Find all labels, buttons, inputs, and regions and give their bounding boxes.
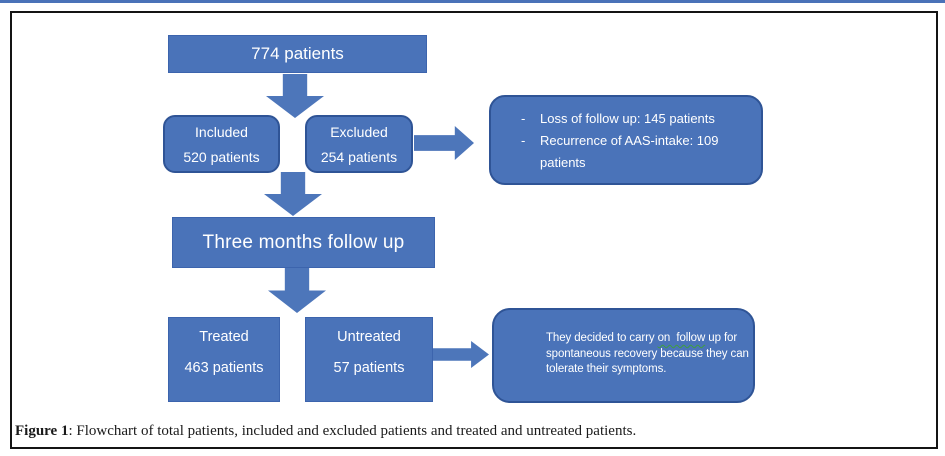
untreated-count: 57 patients bbox=[333, 360, 405, 376]
untreated-note-line-2: spontaneous recovery because they can bbox=[546, 347, 749, 360]
bullet-dash-icon: - bbox=[521, 133, 526, 148]
untreated-note-line-3: tolerate their symptoms. bbox=[546, 363, 667, 375]
top-rule bbox=[0, 0, 945, 3]
included-title: Included bbox=[195, 124, 248, 140]
flow-node-followup: Three months follow up bbox=[172, 217, 435, 268]
note-text: They decided to carry bbox=[546, 332, 658, 344]
excluded-detail-text-2: Recurrence of AAS-intake: 109 patients bbox=[540, 133, 719, 170]
untreated-title: Untreated bbox=[337, 329, 401, 345]
excluded-detail-text-1: Loss of follow up: 145 patients bbox=[540, 111, 715, 126]
untreated-note-line-1: They decided to carry on follow up for bbox=[546, 331, 737, 347]
flow-node-treated: Treated 463 patients bbox=[168, 317, 280, 402]
figure-caption: Figure 1: Flowchart of total patients, i… bbox=[15, 421, 915, 441]
figure-frame bbox=[10, 11, 938, 449]
treated-title: Treated bbox=[199, 329, 249, 345]
flow-node-total-patients: 774 patients bbox=[168, 35, 427, 73]
total-patients-label: 774 patients bbox=[251, 44, 344, 63]
treated-count: 463 patients bbox=[184, 360, 264, 376]
excluded-detail-item: - Loss of follow up: 145 patients bbox=[521, 108, 743, 130]
followup-label: Three months follow up bbox=[202, 231, 405, 253]
figure-caption-text: : Flowchart of total patients, included … bbox=[68, 423, 637, 439]
flow-node-excluded-detail: - Loss of follow up: 145 patients - Recu… bbox=[489, 95, 763, 185]
flow-node-excluded: Excluded 254 patients bbox=[305, 115, 413, 173]
grammar-marked-text: on follow bbox=[657, 332, 706, 344]
figure-caption-label: Figure 1 bbox=[15, 423, 69, 439]
included-count: 520 patients bbox=[183, 149, 260, 165]
excluded-count: 254 patients bbox=[320, 149, 398, 165]
excluded-title: Excluded bbox=[330, 124, 388, 140]
flow-node-untreated: Untreated 57 patients bbox=[305, 317, 433, 402]
flow-node-untreated-detail: They decided to carry on follow up for s… bbox=[492, 308, 755, 403]
note-text: up for bbox=[705, 332, 738, 344]
bullet-dash-icon: - bbox=[521, 111, 526, 126]
excluded-detail-item: - Recurrence of AAS-intake: 109 patients bbox=[521, 130, 743, 174]
flow-node-included: Included 520 patients bbox=[163, 115, 280, 173]
